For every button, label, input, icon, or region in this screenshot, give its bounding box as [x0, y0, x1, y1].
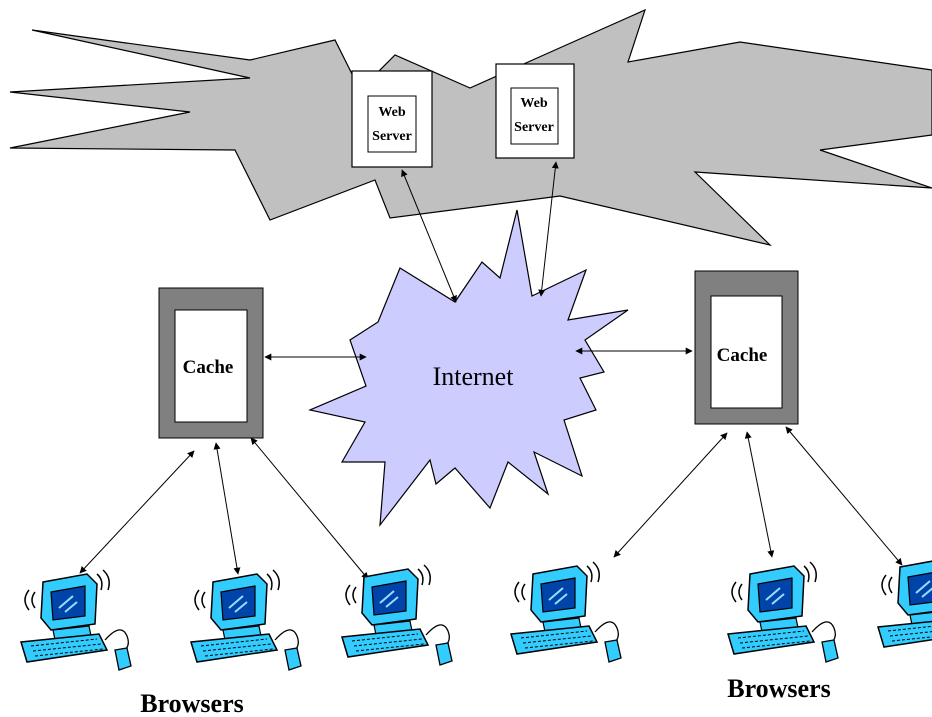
arrow-cacheleft-pc2: [213, 442, 241, 575]
arrow-cacheleft-pc3: [250, 437, 369, 580]
arrow-cacheleft-pc1: [79, 450, 195, 574]
arrow-cacheright-pc5: [744, 431, 775, 558]
web-server-1-label-line2: Server: [372, 129, 412, 144]
browsers-label-right: Browsers: [727, 674, 831, 703]
web-server-2-label-line2: Server: [514, 120, 554, 135]
cache-left-label: Cache: [183, 357, 234, 378]
cache-right: Cache: [694, 270, 799, 425]
arrow-cacheright-pc6: [785, 426, 903, 566]
arrow-cacheright-pc4: [613, 432, 728, 558]
internet-label: Internet: [433, 362, 515, 391]
computer-icon: [341, 564, 453, 666]
computer-icon: [190, 569, 302, 671]
browsers-label-left: Browsers: [140, 689, 244, 717]
cache-left: Cache: [158, 287, 264, 439]
web-server-1: Web Server: [351, 70, 433, 168]
server-cloud: [9, 8, 932, 247]
cache-right-label: Cache: [717, 345, 768, 366]
web-server-2: Web Server: [495, 63, 575, 159]
computer-icon: [20, 569, 132, 671]
web-server-2-label-line1: Web: [520, 96, 547, 111]
web-server-1-label-line1: Web: [378, 105, 405, 120]
arrow-server2-internet: [538, 161, 559, 297]
connection-arrows: [79, 161, 903, 580]
computer-icon: [727, 561, 839, 663]
arrow-server1-internet: [401, 169, 457, 303]
computer-icon: [877, 554, 932, 656]
computer-icon: [510, 561, 622, 663]
